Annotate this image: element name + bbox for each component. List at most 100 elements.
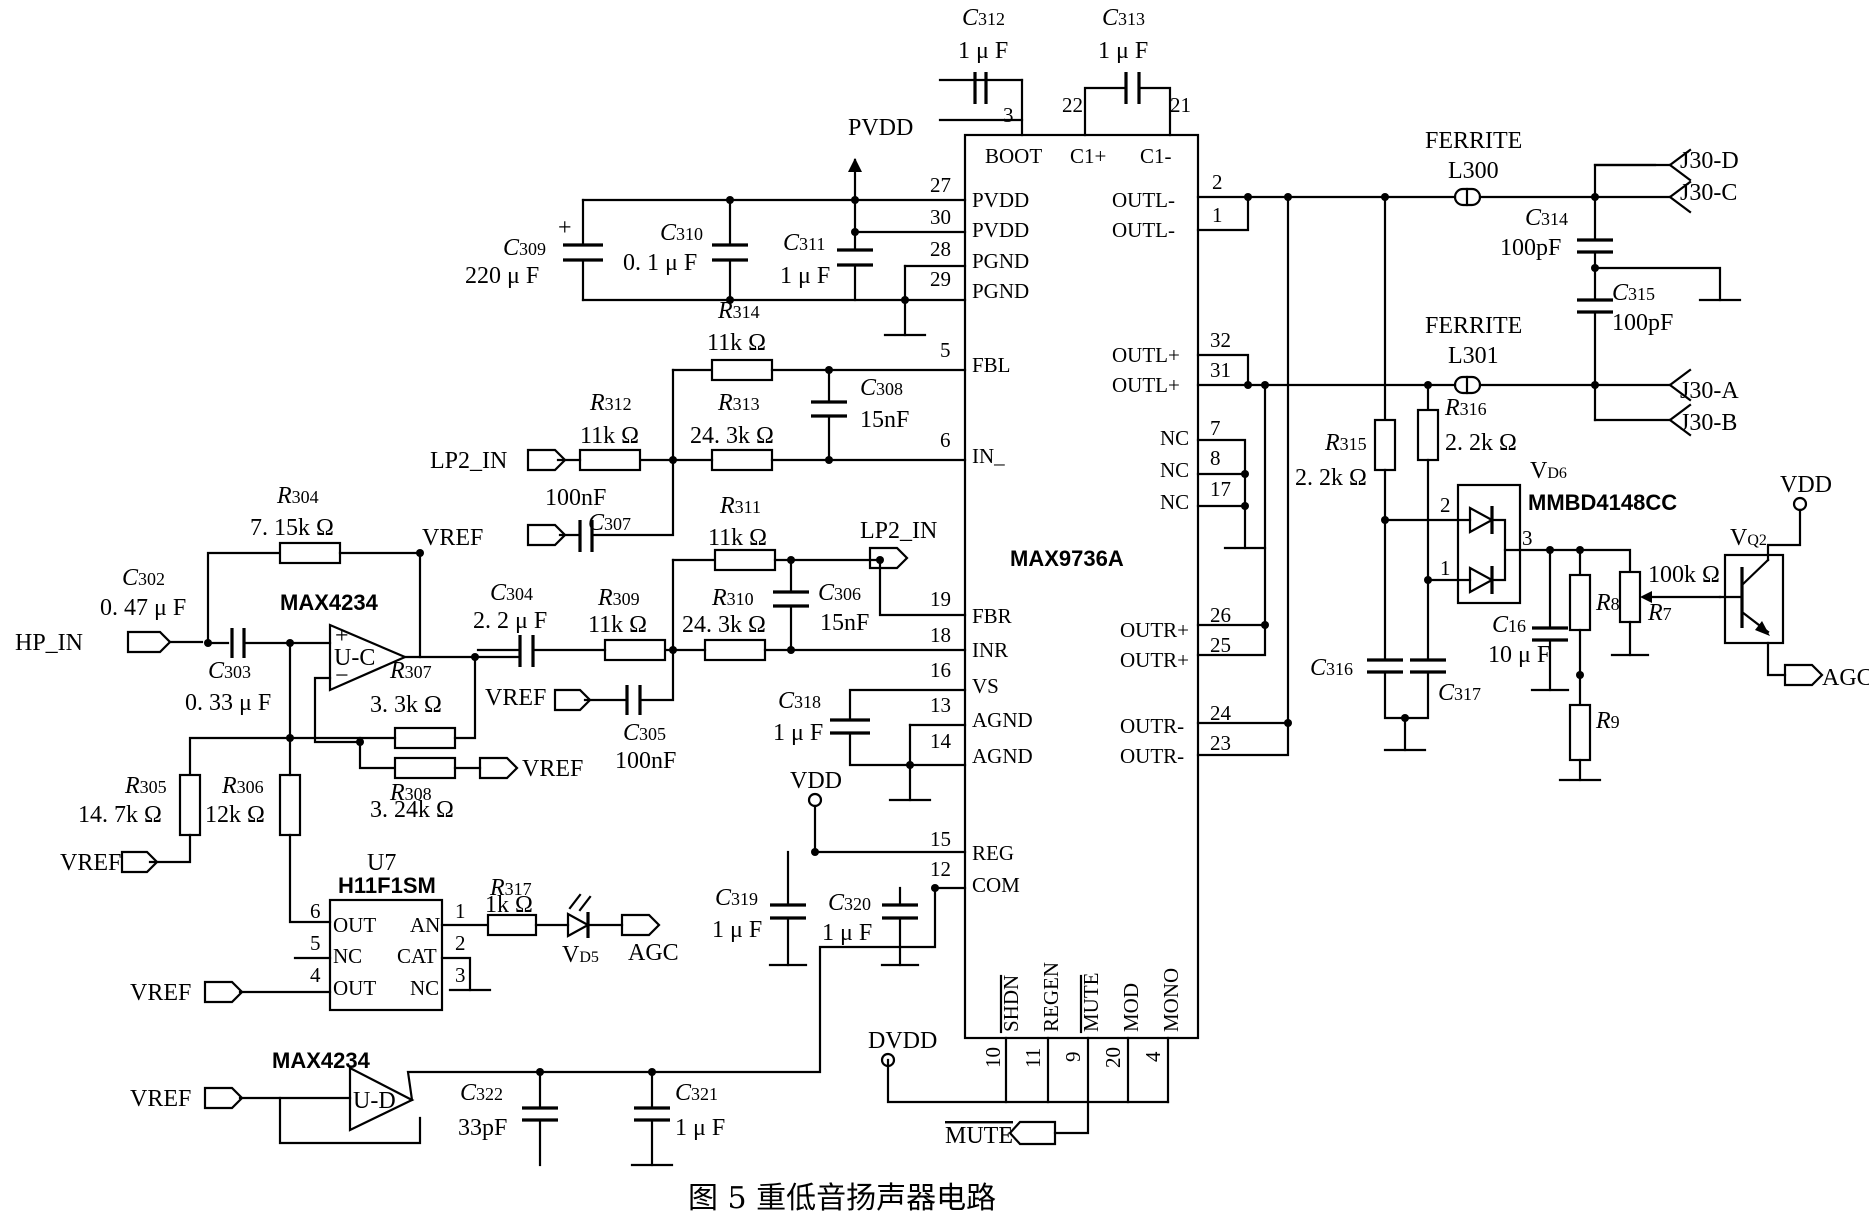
opto-pin2-name: CAT (397, 944, 437, 968)
pin-24-num: 24 (1210, 701, 1232, 725)
c305-ref: C305 (623, 720, 666, 746)
pin-outlm2-name: OUTL- (1112, 218, 1175, 242)
vq2-transistor-icon (1723, 553, 1785, 645)
opto-h11f1sm: U7 H11F1SM OUT NC OUT AN CAT NC 6 5 4 1 … (130, 850, 679, 1012)
r8-ref: R8 (1595, 590, 1620, 616)
pin-outlm-name: OUTL- (1112, 188, 1175, 212)
pin-13-num: 13 (930, 693, 951, 717)
mute-net: MUTE (945, 1120, 1057, 1149)
opto-pin1-name: AN (410, 913, 440, 937)
ic-top-pins: BOOT 3 C1+ 22 C1- 21 C312 1 μ F C313 1 μ… (938, 5, 1191, 168)
c320-ref: C320 (828, 890, 871, 916)
pin-outlp2-name: OUTL+ (1112, 373, 1180, 397)
pin-fbl-name: FBL (972, 353, 1011, 377)
svg-text:−: − (335, 663, 349, 689)
lp2-in-label-2: LP2_IN (860, 518, 937, 544)
l301-type: FERRITE (1425, 313, 1522, 339)
figure-caption: 图 5 重低音扬声器电路 (688, 1181, 996, 1216)
opamp-ud-label: U-D (353, 1088, 396, 1114)
agc-connector-icon-1 (620, 913, 661, 937)
pin-14-num: 14 (930, 729, 952, 753)
vref-label-6: VREF (130, 1086, 191, 1112)
pvdd-supply-block: PVDD + C309 220 μ F C310 0. 1 μ F C311 1… (465, 115, 967, 337)
pin-16-num: 16 (930, 658, 951, 682)
opto-pin4-name: OUT (333, 976, 376, 1000)
ic-max9736a: MAX9736A (963, 133, 1200, 1040)
mute-label: MUTE (945, 1123, 1013, 1149)
r304-ref: R304 (276, 483, 319, 509)
r7-ref: R7 (1647, 600, 1672, 626)
r313-ref: R313 (717, 390, 760, 416)
pin-mono-name: MONO (1159, 968, 1183, 1032)
vref-label-5: VREF (130, 980, 191, 1006)
pin-25-num: 25 (1210, 633, 1231, 657)
ic-left-pins: PVDD PVDD PGND PGND FBL IN_ FBR INR VS A… (930, 173, 1033, 897)
hp-in-label: HP_IN (15, 630, 83, 656)
c306-ref: C306 (818, 580, 861, 606)
pin-outrm2-name: OUTR- (1120, 744, 1184, 768)
c307-ref: C307 (588, 510, 631, 536)
c322-ref: C322 (460, 1080, 503, 1106)
r313-value: 24. 3k Ω (690, 423, 774, 449)
opto-pin4-num: 4 (310, 963, 321, 987)
vdd-terminal-icon-2 (1792, 496, 1808, 512)
opto-pin3-num: 3 (455, 963, 466, 987)
svg-text:+: + (558, 215, 572, 241)
r317-ref: R317 (489, 875, 532, 901)
ic-right-pins: OUTL- OUTL- OUTL+ OUTL+ NC NC NC OUTR+ O… (1112, 170, 1232, 768)
c315-ref: C315 (1612, 280, 1655, 306)
opamp-uc-part-label: MAX4234 (280, 590, 379, 615)
opto-pin6-num: 6 (310, 899, 321, 923)
r309-value: 11k Ω (588, 612, 647, 638)
vref-label-4: VREF (60, 850, 121, 876)
pin-7-num: 7 (1210, 416, 1221, 440)
opto-pin1-num: 1 (455, 899, 466, 923)
vd6-pin3: 3 (1522, 526, 1533, 550)
pin-26-num: 26 (1210, 603, 1231, 627)
c313-ref: C313 (1102, 5, 1145, 31)
j30d-label: J30-D (1680, 148, 1739, 174)
pin-29-num: 29 (930, 267, 951, 291)
opto-pin5-name: NC (333, 944, 362, 968)
ic-max9736a-label: MAX9736A (1010, 546, 1124, 571)
r309-ref: R309 (597, 585, 640, 611)
vs-reg-caps: VDD C318 1 μ F C319 1 μ F C320 1 μ F (712, 688, 967, 967)
dvdd-terminal-icon (880, 1052, 896, 1068)
c16-value: 10 μ F (1488, 642, 1550, 668)
vref-label-2: VREF (485, 685, 546, 711)
output-network: FERRITE L300 FERRITE L301 C314 100pF C31… (1196, 128, 1869, 782)
c306-value: 15nF (820, 610, 869, 636)
c314-value: 100pF (1500, 235, 1561, 261)
c311-ref: C311 (783, 230, 825, 256)
lp2-in-label: LP2_IN (430, 448, 507, 474)
pvdd-label: PVDD (848, 115, 913, 141)
pin-11-num: 11 (1021, 1048, 1045, 1068)
r316-value: 2. 2k Ω (1445, 430, 1517, 456)
pin-3-num: 3 (1003, 103, 1014, 127)
c308-value: 15nF (860, 407, 909, 433)
j30c-label: J30-C (1680, 180, 1737, 206)
opamp-uc-label: U-C (334, 645, 375, 671)
vd6-pin1: 1 (1440, 556, 1451, 580)
pin-agnd-name: AGND (972, 708, 1033, 732)
vref-connector-icon-3 (478, 756, 519, 780)
svg-text:+: + (335, 623, 349, 649)
opamp-ud-part-label: MAX4234 (272, 1048, 371, 1073)
c310-value: 0. 1 μ F (623, 250, 697, 276)
pin-outrp-name: OUTR+ (1120, 618, 1189, 642)
pin-fbr-name: FBR (972, 604, 1012, 628)
r310-ref: R310 (711, 585, 754, 611)
vd6-dual-diode-icon (1456, 483, 1522, 605)
c321-value: 1 μ F (675, 1115, 725, 1141)
c302-value: 0. 47 μ F (100, 595, 186, 621)
pin-c1p-name: C1+ (1070, 144, 1106, 168)
pin-8-num: 8 (1210, 446, 1221, 470)
c304-ref: C304 (490, 580, 533, 606)
opamp-uc-icon (328, 623, 408, 692)
right-channel-input: LP2_IN VREF R311 11k Ω R309 11k Ω R310 2… (473, 493, 967, 774)
pin-23-num: 23 (1210, 731, 1231, 755)
pin-22-num: 22 (1062, 93, 1083, 117)
pin-pgnd2-name: PGND (972, 279, 1029, 303)
r311-ref: R311 (719, 493, 761, 519)
ferrite-l301-icon (1453, 375, 1482, 395)
